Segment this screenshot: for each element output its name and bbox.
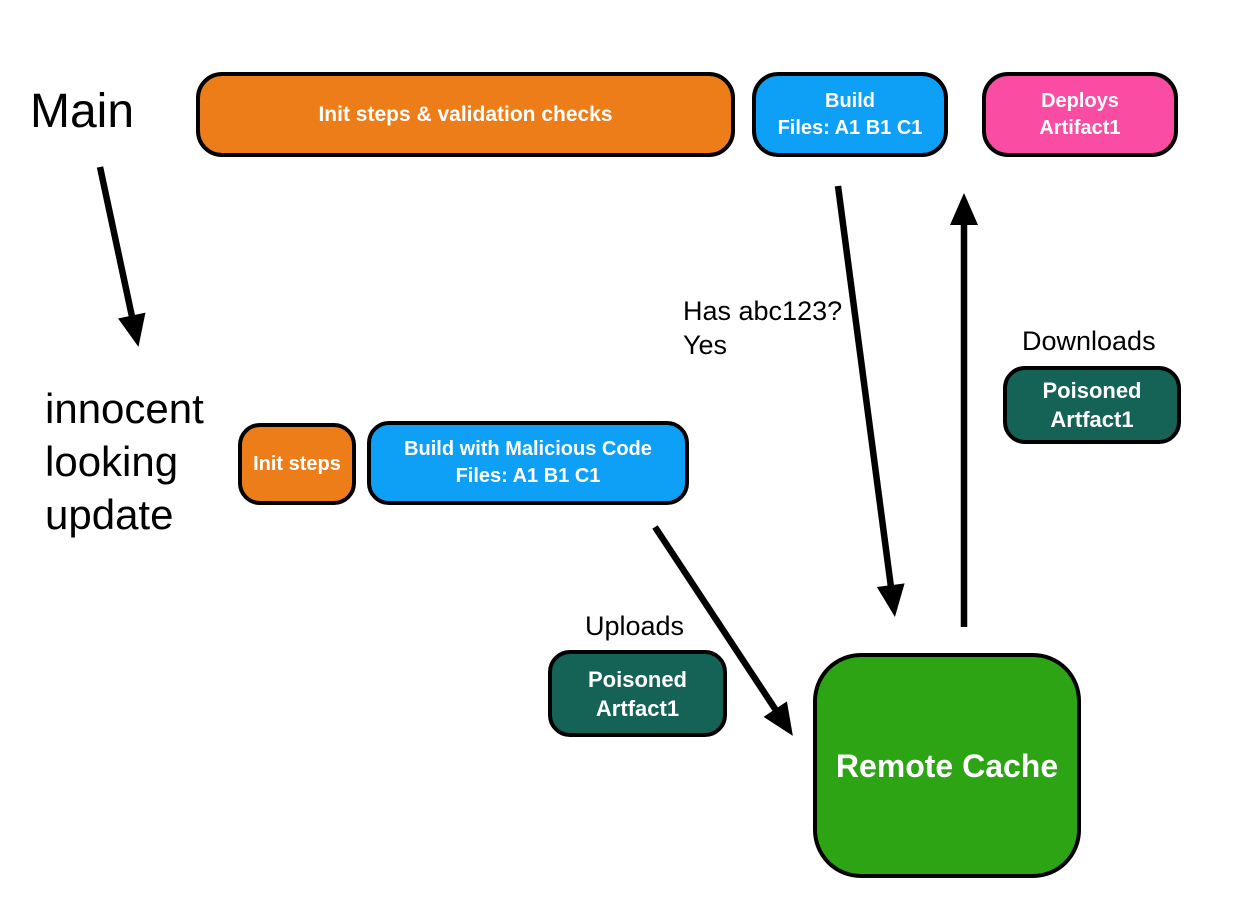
node-remote-cache-label: Remote Cache (835, 747, 1059, 784)
node-poisoned-download-line2: Artfact1 (1050, 407, 1134, 432)
node-build-main: Build Files: A1 B1 C1 (752, 72, 948, 157)
main-branch-label: Main (30, 85, 135, 138)
cache-query-line2: Yes (683, 330, 728, 360)
node-init-steps: Init steps (238, 423, 356, 505)
node-build-main-title: Build (825, 89, 875, 112)
arrow-build-to-cache (834, 185, 905, 617)
update-branch-label-line3: update (45, 491, 174, 538)
node-poisoned-upload-line1: Poisoned (587, 666, 687, 692)
update-branch-label-line1: innocent (45, 385, 204, 432)
node-build-malicious-title: Build with Malicious Code (404, 438, 652, 460)
node-deploys-artifact1: Deploys Artifact1 (982, 72, 1178, 157)
node-deploys-title: Deploys (1041, 89, 1119, 112)
cache-query-line1: Has abc123? (683, 296, 843, 326)
cache-query-label: Has abc123? Yes (683, 294, 842, 362)
node-poisoned-download: Poisoned Artfact1 (1003, 366, 1181, 444)
node-init-validation-label: Init steps & validation checks (318, 103, 613, 126)
node-remote-cache: Remote Cache (813, 653, 1081, 878)
arrow-main-to-update (96, 166, 146, 347)
node-poisoned-download-line1: Poisoned (1042, 378, 1142, 403)
node-poisoned-upload-line2: Artfact1 (595, 695, 680, 721)
downloads-label: Downloads (1022, 326, 1156, 356)
node-deploys-artifact: Artifact1 (1039, 116, 1121, 139)
node-init-steps-label: Init steps (253, 452, 341, 475)
node-build-malicious-files: Files: A1 B1 C1 (455, 465, 601, 487)
update-branch-label-line2: looking (45, 438, 179, 485)
node-build-main-files: Files: A1 B1 C1 (777, 116, 923, 139)
node-init-validation: Init steps & validation checks (196, 72, 735, 157)
node-poisoned-upload: Poisoned Artfact1 (548, 650, 727, 737)
uploads-label: Uploads (585, 611, 685, 641)
update-branch-label: innocent looking update (45, 382, 204, 541)
node-build-malicious: Build with Malicious Code Files: A1 B1 C… (367, 421, 689, 505)
